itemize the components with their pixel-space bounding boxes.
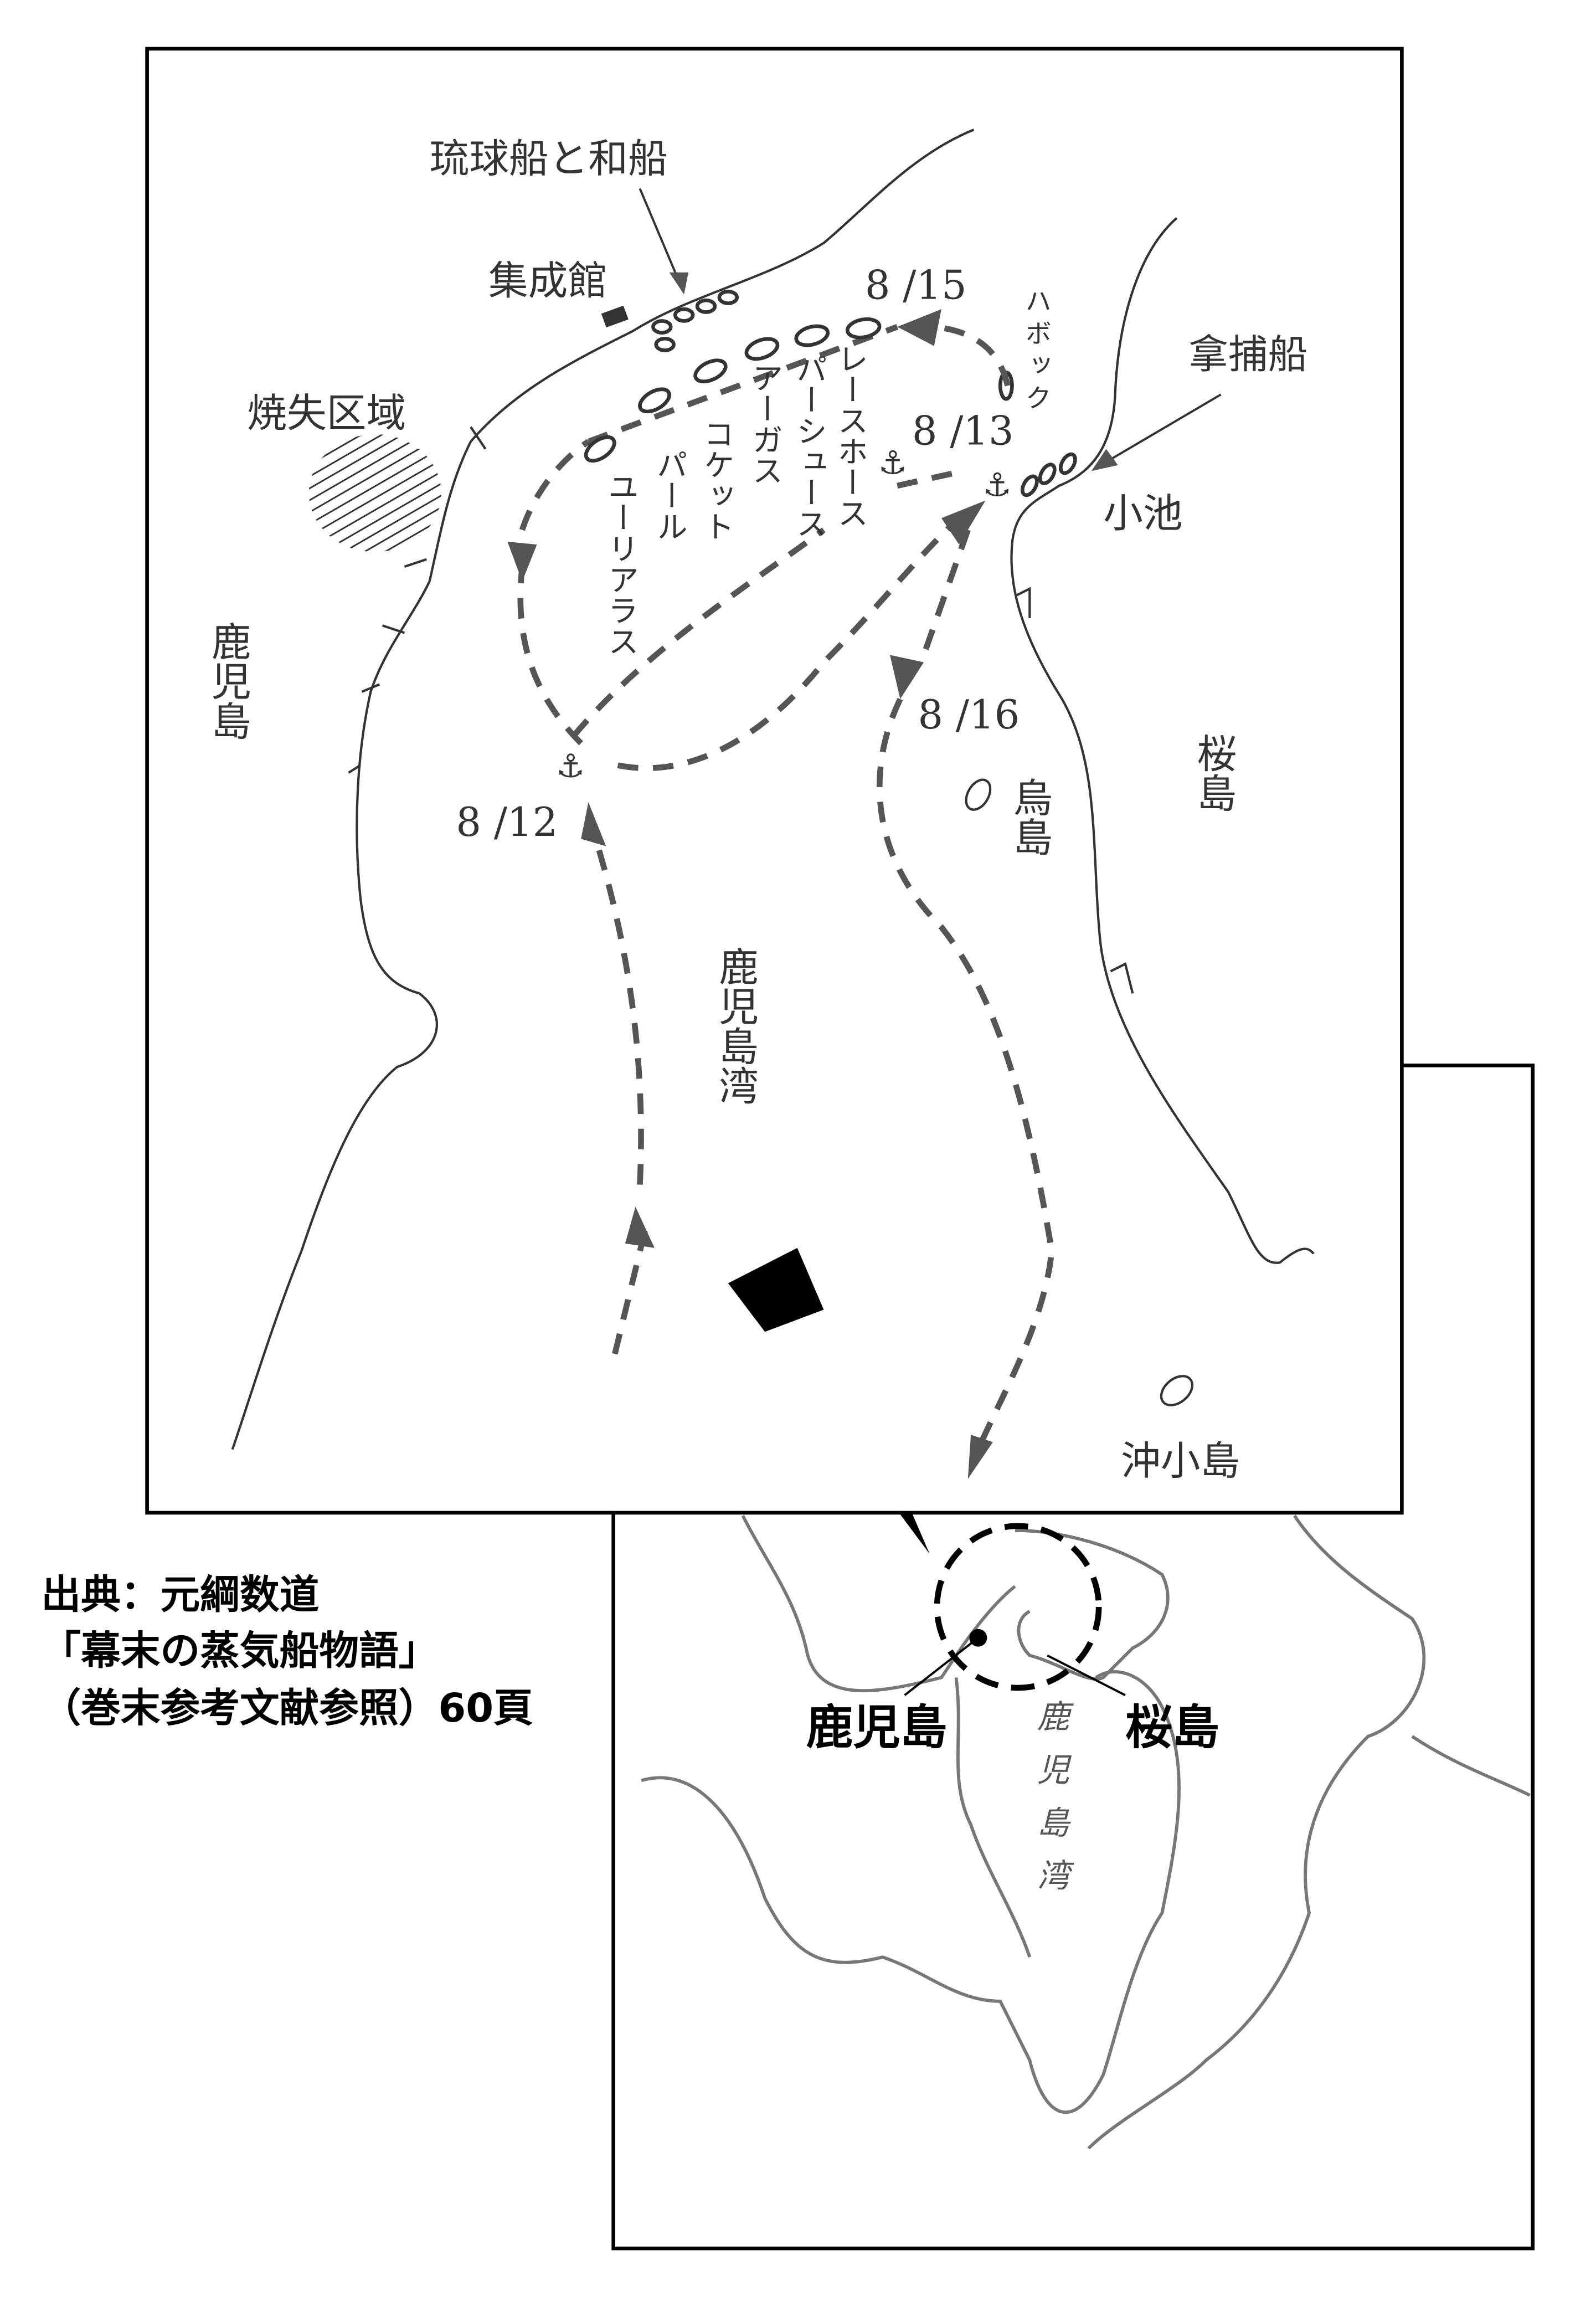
ryukyu-leader-line	[639, 188, 681, 284]
source-line-3: （巻末参考文献参照）60頁	[41, 1684, 533, 1731]
anchor-icon: ⚓	[556, 747, 585, 785]
source-line-1: 出典：元綱数道	[41, 1571, 319, 1618]
ryukyu-ships-label: 琉球船と和船	[430, 135, 668, 182]
coastlines	[231, 129, 1315, 1450]
karasujima-island	[965, 778, 992, 811]
sakurajima-label: 桜島	[1190, 733, 1237, 812]
ship-name-euryalus: ユーリアラス	[603, 471, 639, 656]
route-arrow-icon	[625, 1206, 655, 1248]
anchor-icon: ⚓	[878, 444, 907, 482]
route-arrow-icon	[890, 655, 924, 700]
route-arrow-icon	[581, 802, 606, 846]
kagoshima-leader-line	[904, 1637, 979, 1696]
burned-area-hatch	[308, 434, 441, 552]
date-8-15: 8 /15	[865, 262, 967, 309]
ship-name-perseus: パーシュース	[791, 353, 827, 539]
anchor-icon: ⚓	[982, 466, 1011, 504]
inset-bay-label: 鹿児島湾	[1032, 1699, 1069, 1911]
captured-ships	[1020, 452, 1077, 497]
okikojima-label: 沖小島	[1121, 1437, 1240, 1484]
ship-name-argus: アーガス	[747, 362, 783, 486]
ship-name-havoc: ハボック	[1020, 287, 1051, 417]
inset-sakurajima-label: 桜島	[1125, 1701, 1219, 1755]
route-arrows	[507, 309, 993, 1479]
ship-icon	[845, 317, 882, 340]
kagoshima-label: 鹿児島	[205, 621, 251, 740]
captured-leader-line	[1103, 393, 1222, 465]
shuseikan-marker	[601, 305, 629, 328]
anchors: ⚓ ⚓ ⚓	[556, 444, 1012, 785]
ship-icon	[584, 435, 616, 463]
route-arrow-icon	[897, 309, 941, 346]
source-line-2: 「幕末の蒸気船物語」	[41, 1627, 438, 1674]
captured-ships-label: 拿捕船	[1188, 331, 1307, 377]
route-arrow-icon	[507, 541, 537, 582]
date-8-12: 8 /12	[456, 799, 558, 845]
inset-kagoshima-label: 鹿児島	[806, 1701, 948, 1755]
ship-icon	[744, 337, 780, 361]
zoom-wedge-top	[728, 1247, 824, 1332]
ryukyu-leader-arrowhead	[669, 272, 689, 295]
route-arrow-icon	[967, 1435, 993, 1479]
burned-area-label: 焼失区域	[247, 390, 406, 436]
sakurajima-leader-line	[1047, 1654, 1126, 1697]
shuseikan-label: 集成館	[488, 258, 607, 304]
focus-circle	[934, 1523, 1102, 1691]
route-arrow-icon	[941, 500, 986, 545]
ship-icon	[794, 324, 830, 347]
karasujima-label: 烏島	[1006, 777, 1053, 856]
date-8-16: 8 /16	[918, 691, 1020, 738]
kagoshima-bay-label: 鹿児島湾	[712, 946, 759, 1105]
ryukyu-ships	[651, 289, 739, 352]
captured-leader-arrowhead	[1091, 449, 1118, 471]
koike-label: 小池	[1103, 490, 1182, 536]
date-8-13: 8 /13	[912, 408, 1014, 454]
squadron-ships	[584, 317, 1014, 463]
ship-name-pearl: パール	[651, 449, 687, 541]
ship-name-coquette: コケット	[698, 418, 734, 542]
ship-icon	[693, 358, 728, 384]
okikojima-island	[1160, 1375, 1194, 1406]
ship-icon	[638, 387, 671, 414]
inset-coastlines	[641, 1514, 1531, 2150]
ship-name-racehorse: レースホース	[832, 343, 868, 528]
